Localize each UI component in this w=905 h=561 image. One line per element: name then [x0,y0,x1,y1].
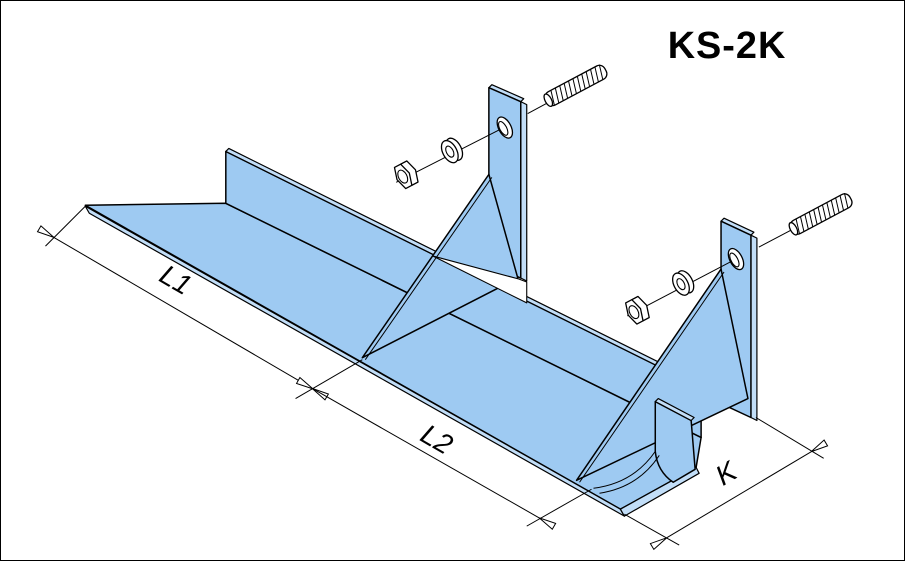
upturn-top-edge [654,397,695,422]
dimension-line-k [649,439,829,551]
fastener-set-2 [621,191,855,327]
gusset-1-face [361,173,519,359]
gusset-1 [361,173,528,361]
plate-2-side-face [750,234,758,422]
fastener-set-1 [390,62,610,191]
gusset-2-edge-line [579,271,725,483]
background-gap [432,255,528,304]
dimension-line-l2 [295,376,557,531]
dimension-line-l1 [36,225,330,401]
gusset-1-edge-line [364,177,493,361]
plate-1-side-face [520,101,528,282]
part-title: KS-2K [668,25,787,67]
